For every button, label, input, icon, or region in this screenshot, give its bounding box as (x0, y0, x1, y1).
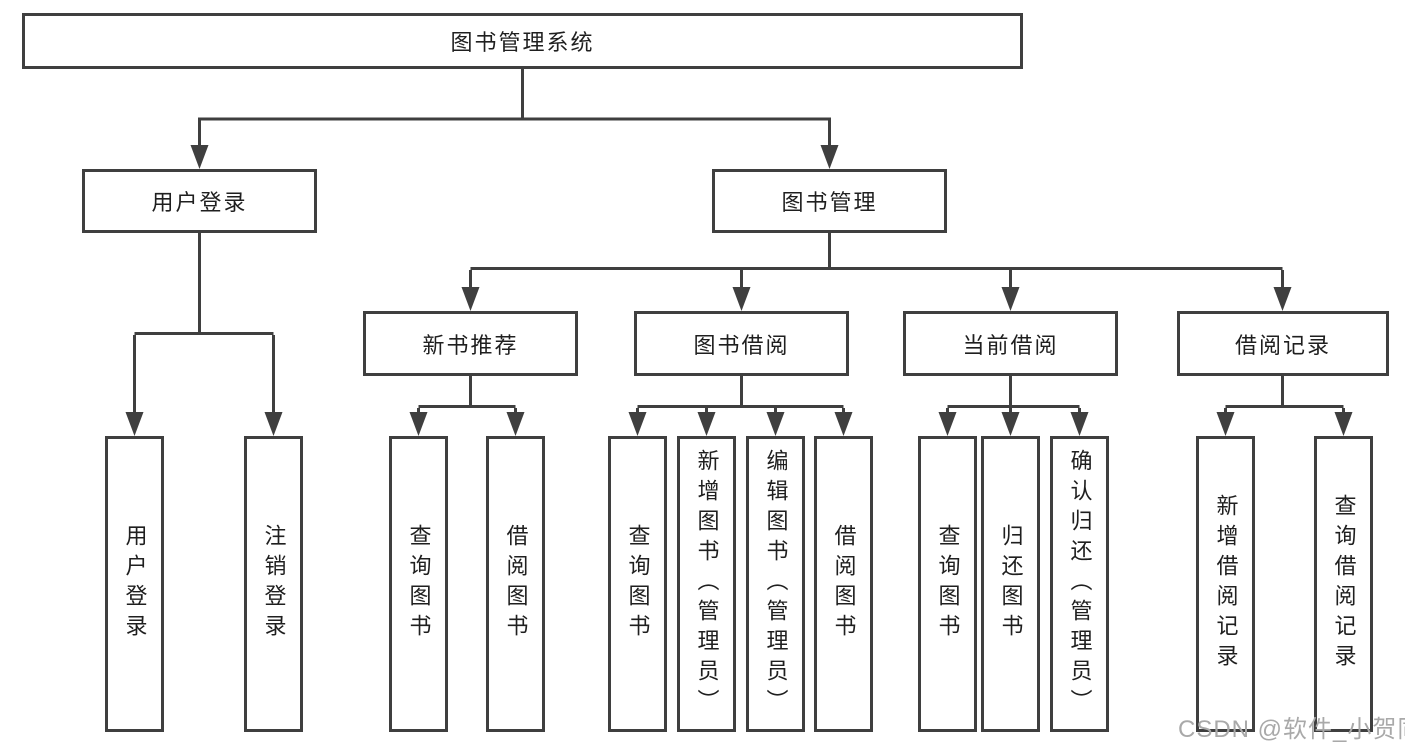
leaf-borrow-books: 借阅图书 (814, 436, 873, 732)
node-current-borrowing: 当前借阅 (903, 311, 1118, 376)
arrow-down-icon (190, 145, 209, 169)
node-label: 新增图书（管理员） (694, 449, 720, 719)
arrow-down-icon (820, 145, 839, 169)
watermark-csdn: CSDN @软件_小贺同学 (1178, 716, 1405, 743)
leaf-edit-book-admin: 编辑图书（管理员） (746, 436, 805, 732)
node-library-management-system: 图书管理系统 (22, 13, 1023, 69)
node-label: 确认归还（管理员） (1067, 449, 1093, 719)
arrow-down-icon (938, 412, 957, 436)
arrow-down-icon (1001, 412, 1020, 436)
node-user-login: 用户登录 (82, 169, 317, 233)
arrow-down-icon (506, 412, 525, 436)
connector-current-to-leaves (946, 376, 1081, 418)
arrow-down-icon (1334, 412, 1353, 436)
arrow-down-icon (1216, 412, 1235, 436)
leaf-borrow-books: 借阅图书 (486, 436, 545, 732)
leaf-query-books: 查询图书 (389, 436, 448, 732)
leaf-query-borrow-record: 查询借阅记录 (1314, 436, 1373, 732)
connector-records-to-leaves (1224, 376, 1345, 418)
connector-root-to-level2 (198, 69, 831, 150)
arrow-down-icon (628, 412, 647, 436)
node-label: 查询图书 (625, 524, 651, 644)
arrow-down-icon (834, 412, 853, 436)
arrow-down-icon (1001, 287, 1020, 311)
arrow-down-icon (264, 412, 283, 436)
leaf-logout: 注销登录 (244, 436, 303, 732)
node-new-book-recommendation: 新书推荐 (363, 311, 578, 376)
node-label: 当前借阅 (962, 332, 1059, 358)
node-label: 新书推荐 (422, 332, 519, 358)
node-label: 归还图书 (998, 524, 1024, 644)
node-label: 注销登录 (261, 524, 287, 644)
node-book-management: 图书管理 (712, 169, 947, 233)
leaf-query-books: 查询图书 (918, 436, 977, 732)
arrow-down-icon (1273, 287, 1292, 311)
leaf-return-books: 归还图书 (981, 436, 1040, 732)
arrow-down-icon (732, 287, 751, 311)
node-label: 借阅记录 (1234, 332, 1331, 358)
node-label: 查询借阅记录 (1331, 494, 1357, 674)
node-label: 图书借阅 (693, 332, 790, 358)
node-label: 查询图书 (406, 524, 432, 644)
leaf-user-login: 用户登录 (105, 436, 164, 732)
node-label: 用户登录 (151, 190, 248, 215)
leaf-confirm-return-admin: 确认归还（管理员） (1050, 436, 1109, 732)
node-label: 图书管理系统 (450, 30, 595, 55)
connector-newbooks-to-leaves (417, 376, 517, 418)
node-label: 用户登录 (122, 524, 148, 644)
node-label: 新增借阅记录 (1213, 494, 1239, 674)
leaf-add-book-admin: 新增图书（管理员） (677, 436, 736, 732)
connector-borrowing-to-leaves (636, 376, 845, 418)
node-label: 查询图书 (935, 524, 961, 644)
node-label: 编辑图书（管理员） (763, 449, 789, 719)
connector-userlogin-to-leaves (133, 233, 275, 418)
leaf-query-books: 查询图书 (608, 436, 667, 732)
arrow-down-icon (125, 412, 144, 436)
arrow-down-icon (697, 412, 716, 436)
arrow-down-icon (409, 412, 428, 436)
node-label: 借阅图书 (831, 524, 857, 644)
node-label: 借阅图书 (503, 524, 529, 644)
node-borrowing-records: 借阅记录 (1177, 311, 1389, 376)
node-label: 图书管理 (781, 190, 878, 215)
arrow-down-icon (1070, 412, 1089, 436)
arrow-down-icon (461, 287, 480, 311)
connector-bookmgmt-to-level3 (469, 233, 1284, 292)
leaf-add-borrow-record: 新增借阅记录 (1196, 436, 1255, 732)
arrow-down-icon (766, 412, 785, 436)
node-book-borrowing: 图书借阅 (634, 311, 849, 376)
